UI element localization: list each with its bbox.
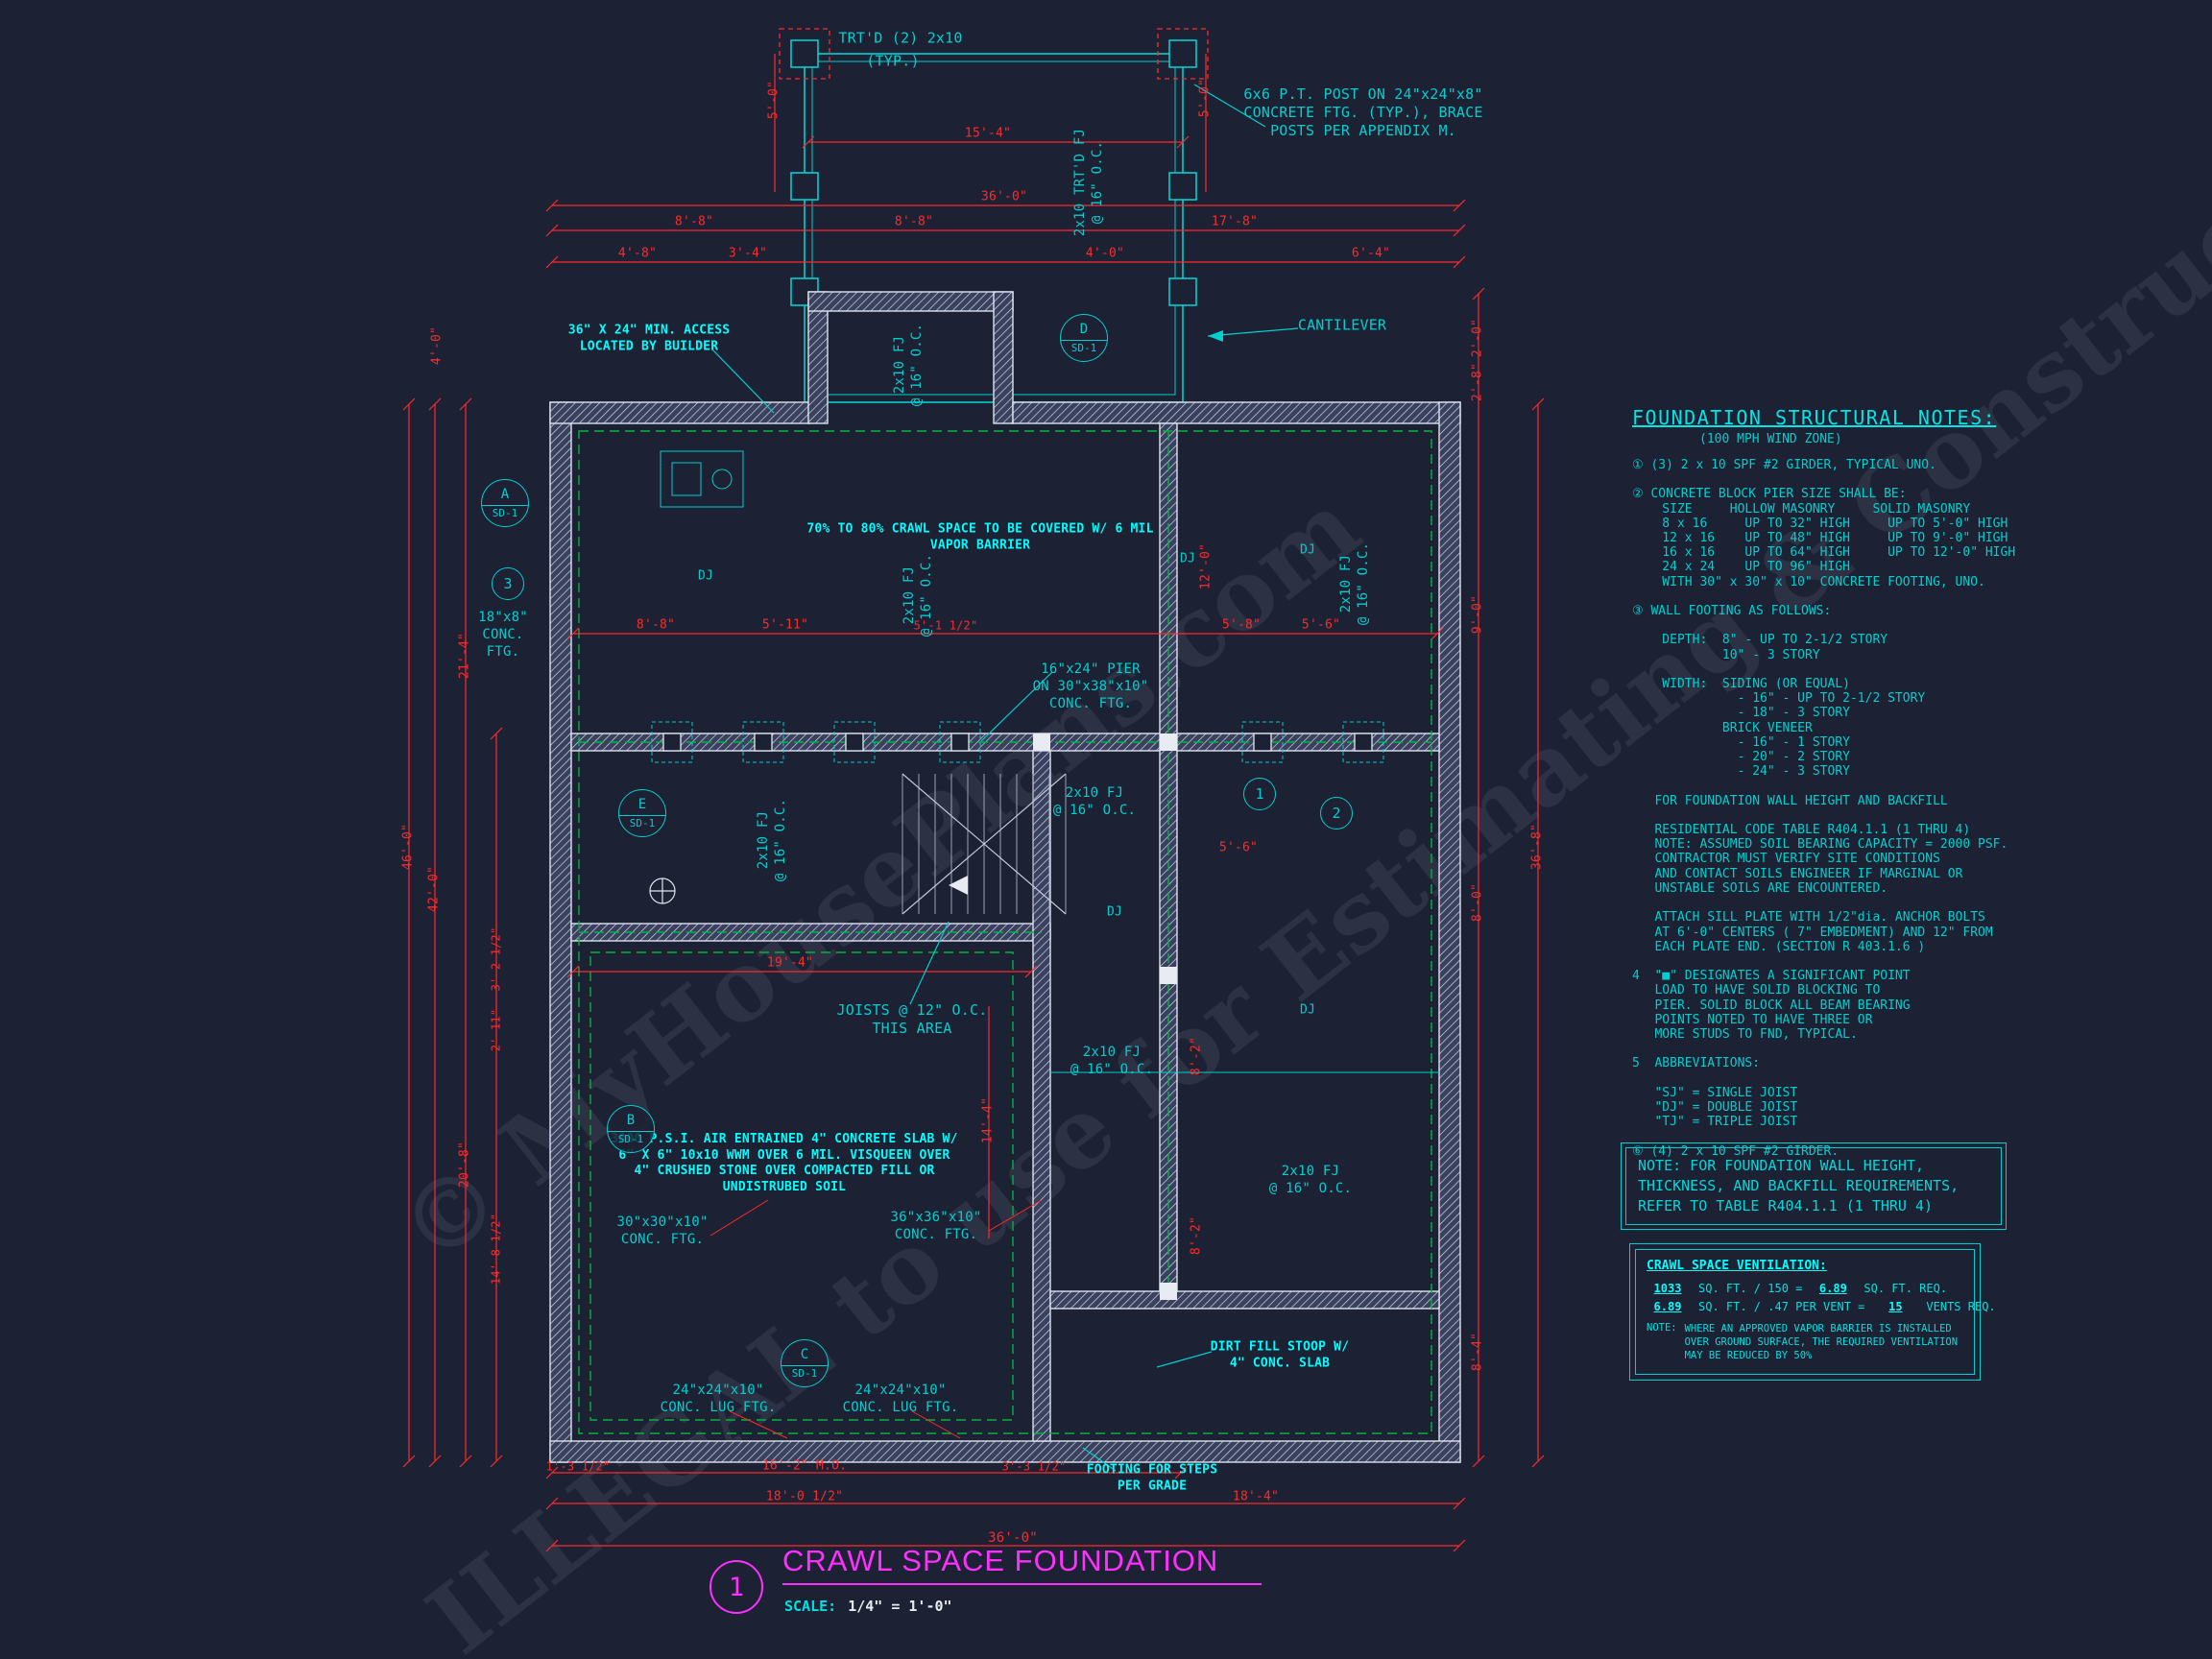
point-load-blocks — [1033, 733, 1177, 1300]
ventilation-row-1: 1033 SQ. FT. / 150 = 6.89 SQ. FT. REQ. — [1647, 1282, 1963, 1295]
ventilation-sqft-value: 6.89 — [1653, 1300, 1682, 1313]
ventilation-vents-label: VENTS REQ. — [1926, 1300, 1996, 1313]
drain-symbol — [649, 878, 676, 904]
foundation-wall-note-text: NOTE: FOR FOUNDATION WALL HEIGHT, THICKN… — [1625, 1147, 2002, 1225]
ventilation-box: CRAWL SPACE VENTILATION: 1033 SQ. FT. / … — [1629, 1243, 1996, 1381]
structural-notes-body: ① (3) 2 x 10 SPF #2 GIRDER, TYPICAL UNO.… — [1632, 458, 2016, 1159]
ventilation-req-label: SQ. FT. REQ. — [1863, 1282, 1948, 1295]
post-highlight-boxes — [779, 28, 1209, 80]
ventilation-note: NOTE: WHERE AN APPROVED VAPOR BARRIER IS… — [1647, 1322, 1963, 1363]
ventilation-note-label: NOTE: — [1647, 1322, 1677, 1334]
sheet-number-circle: 1 — [709, 1560, 763, 1614]
ventilation-row-2: 6.89 SQ. FT. / .47 PER VENT = 15 VENTS R… — [1647, 1300, 1996, 1313]
structural-notes-subtitle: (100 MPH WIND ZONE) — [1699, 432, 1842, 446]
foundation-walls — [549, 291, 1461, 1463]
structural-notes-panel: FOUNDATION STRUCTURAL NOTES: (100 MPH WI… — [1632, 406, 2055, 1159]
ventilation-title: CRAWL SPACE VENTILATION: — [1647, 1259, 1827, 1273]
stairs — [902, 773, 1067, 915]
scale-label: SCALE: — [784, 1598, 837, 1615]
footing-dashed-lines — [578, 430, 1432, 1434]
ventilation-note-text: WHERE AN APPROVED VAPOR BARRIER IS INSTA… — [1684, 1323, 1959, 1362]
ventilation-vents-value: 15 — [1888, 1300, 1903, 1313]
scale-value: 1/4" = 1'-0" — [848, 1598, 952, 1615]
drawing-title: CRAWL SPACE FOUNDATION — [782, 1544, 1262, 1585]
structural-notes-title: FOUNDATION STRUCTURAL NOTES: — [1632, 406, 1997, 429]
leader-lines — [711, 84, 1299, 1472]
ventilation-area-value: 1033 — [1653, 1282, 1682, 1295]
interior-details — [660, 450, 1439, 1073]
dimension-lines — [402, 54, 1545, 1552]
ventilation-req-value: 6.89 — [1818, 1282, 1847, 1295]
scale-line: SCALE: 1/4" = 1'-0" — [784, 1598, 952, 1615]
foundation-wall-note-box: NOTE: FOR FOUNDATION WALL HEIGHT, THICKN… — [1621, 1142, 2007, 1230]
ventilation-formula-1: SQ. FT. / 150 = — [1698, 1282, 1803, 1295]
piers — [651, 721, 1384, 1300]
ventilation-formula-2: SQ. FT. / .47 PER VENT = — [1698, 1300, 1865, 1313]
